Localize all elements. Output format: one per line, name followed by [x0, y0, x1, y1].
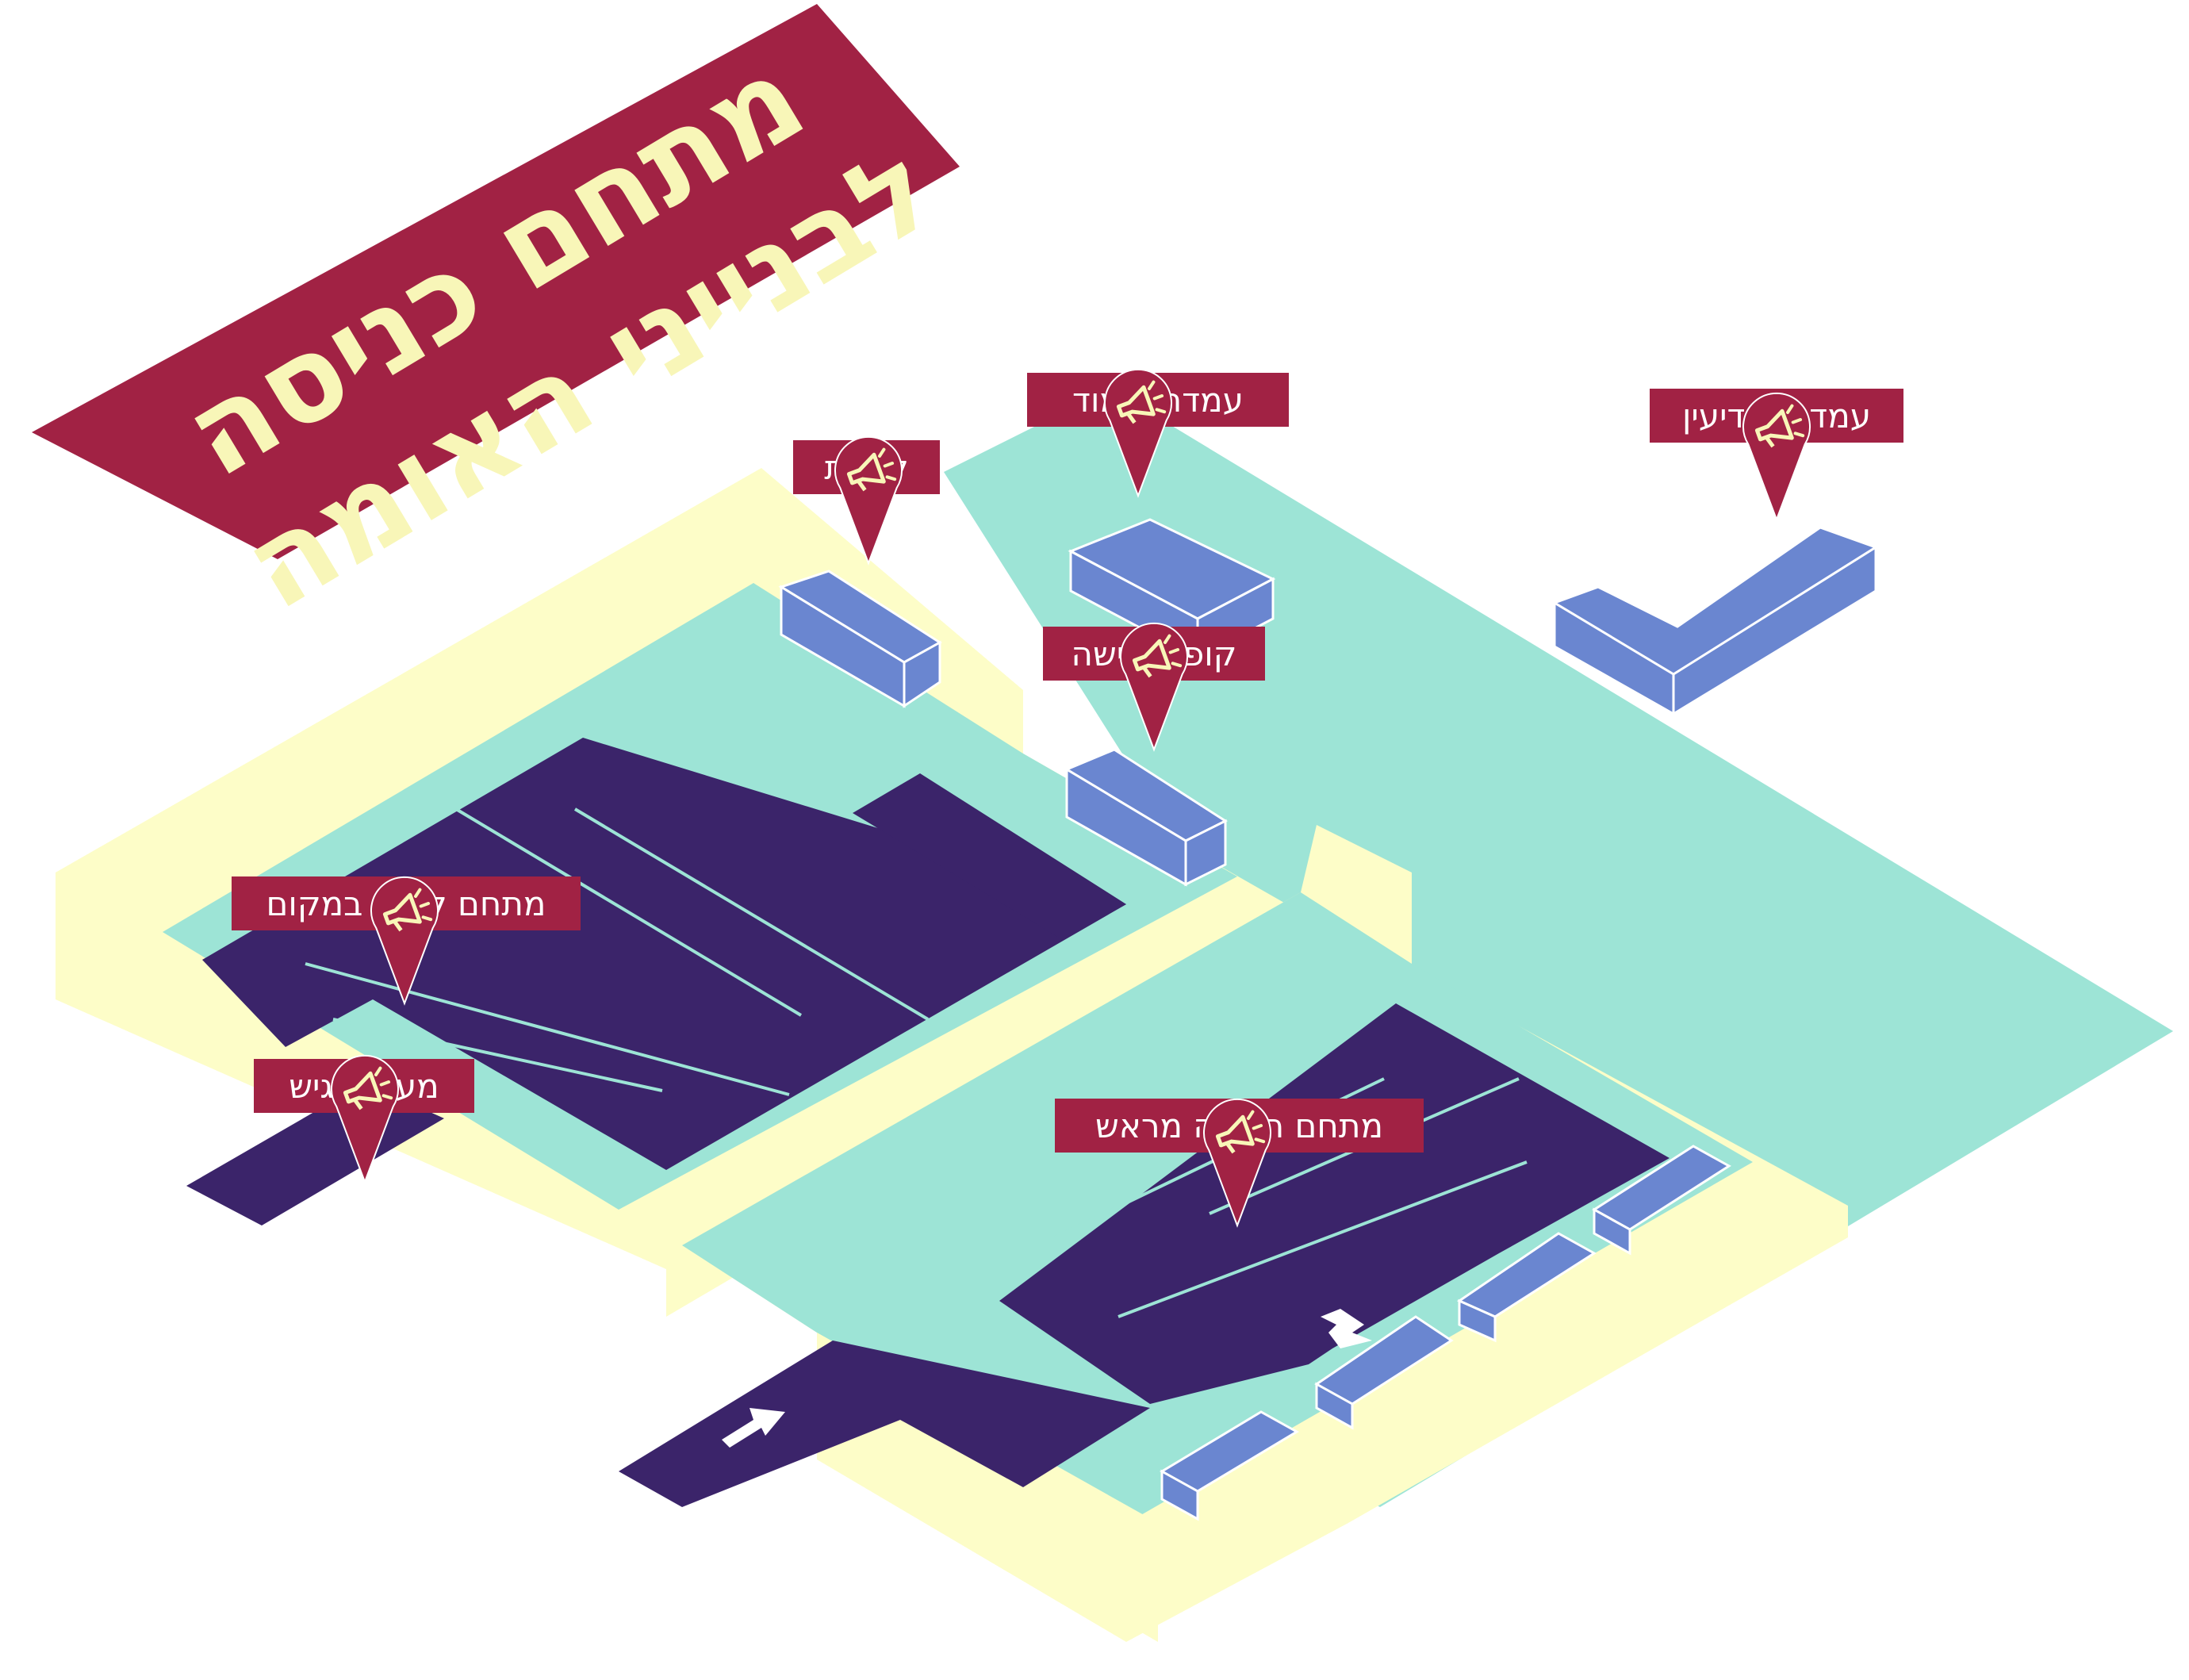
megaphone-icon — [343, 1066, 393, 1110]
location-pin-icon[interactable] — [370, 876, 439, 1006]
location-pin-icon[interactable] — [834, 435, 903, 566]
left-queue-return — [853, 773, 1126, 940]
location-accessible-passage[interactable]: מעבר נגיש — [254, 1054, 474, 1184]
location-ticket-offices[interactable]: קופות — [793, 435, 940, 566]
location-wristband-stand[interactable]: עמדת צימוד — [1027, 368, 1289, 498]
right-lane-divider-2 — [1118, 1160, 1528, 1318]
info-stand-booth — [1551, 526, 1879, 716]
location-on-site-purchase[interactable]: מתחם קנייה במקום — [232, 876, 581, 1006]
location-pin-icon[interactable] — [1742, 392, 1811, 522]
location-pre-order[interactable]: מתחם הזמנה מראש — [1055, 1098, 1424, 1228]
location-pin-icon[interactable] — [1104, 368, 1172, 498]
left-queue-block — [202, 738, 1126, 1170]
megaphone-icon — [1754, 404, 1805, 448]
location-pin-icon[interactable] — [1203, 1098, 1271, 1228]
accessible-ticket-office-booth — [1064, 748, 1229, 887]
left-lane-divider-2 — [573, 807, 930, 1021]
megaphone-icon — [1116, 380, 1167, 424]
title-banner-background — [32, 4, 960, 559]
ticket-window-booths — [1160, 1145, 1731, 1521]
ticket-offices-booth — [778, 570, 942, 708]
exit-arrow-icon — [1321, 1309, 1372, 1348]
megaphone-icon — [1132, 634, 1183, 678]
location-pin-icon[interactable] — [331, 1054, 399, 1184]
left-lane-divider-3 — [305, 962, 790, 1096]
entrance-path — [619, 1341, 1150, 1507]
left-lane-divider-1 — [454, 807, 803, 1017]
arrow-icon — [722, 1309, 1372, 1448]
megaphone-icon — [382, 888, 433, 932]
megaphone-icon — [846, 447, 897, 492]
location-pin-icon[interactable] — [1120, 622, 1188, 752]
megaphone-icon — [1215, 1110, 1266, 1154]
entrance-arrow-icon — [722, 1408, 785, 1448]
location-accessible-ticket-office[interactable]: קופה נגישה — [1043, 622, 1265, 752]
right-queue-block — [999, 1003, 1670, 1404]
location-info-stand[interactable]: עמדת מודיעין — [1650, 389, 1903, 522]
left-lane-divider-4 — [332, 1018, 663, 1092]
location-markers: עמדת מודיעין עמדת צימוד קופות קופה נגישה מתח… — [232, 368, 1903, 1228]
